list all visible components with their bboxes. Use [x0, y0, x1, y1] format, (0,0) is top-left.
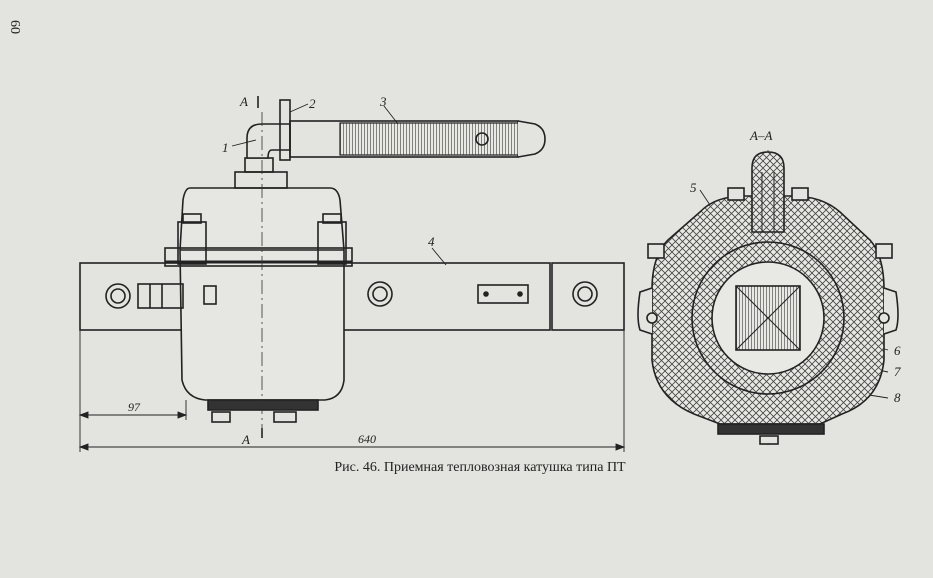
front-view [79, 96, 625, 438]
cable-entry [751, 151, 785, 233]
mounting-bar-end [551, 262, 625, 331]
section-mark-top: А [239, 94, 248, 109]
bar-bolt-right [572, 281, 598, 307]
lug-left [177, 221, 207, 265]
callout-7: 7 [894, 364, 901, 379]
dimension-lines [78, 330, 626, 452]
callout-6: 6 [894, 343, 901, 358]
dimension-640: 640 [358, 432, 376, 446]
bar-bolt-middle [367, 281, 393, 307]
callout-3: 3 [379, 94, 387, 109]
housing-flange [164, 247, 353, 267]
callout-2: 2 [309, 96, 316, 111]
section-title: А–А [749, 128, 772, 143]
figure-caption: Рис. 46. Приемная тепловозная катушка ти… [334, 460, 626, 475]
callout-8: 8 [894, 390, 901, 405]
lug-right [317, 221, 347, 265]
bar-bolt-left [105, 283, 131, 309]
callout-5: 5 [690, 180, 697, 195]
section-mark-bottom: А [241, 432, 250, 447]
cable-gland [137, 283, 184, 309]
bottom-flange [207, 399, 319, 411]
ear-right [883, 287, 899, 335]
dimension-97: 97 [128, 400, 141, 414]
callout-1: 1 [222, 140, 229, 155]
ear-left [637, 287, 653, 335]
section-base [717, 423, 825, 435]
callout-4: 4 [428, 234, 435, 249]
top-boss [234, 171, 288, 189]
section-view [637, 151, 899, 445]
bar-slot [477, 284, 529, 304]
